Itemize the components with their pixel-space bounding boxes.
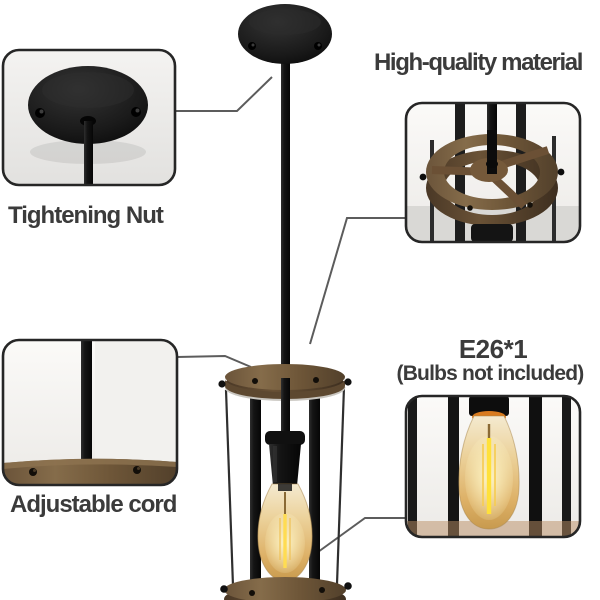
pendant-fixture-photo xyxy=(218,4,352,600)
callout-line-tightening-nut xyxy=(175,76,273,112)
ceiling-canopy xyxy=(238,4,332,64)
inset-bulb-photo xyxy=(404,394,582,539)
cage-side-wires xyxy=(224,386,346,587)
callout-lines xyxy=(175,76,406,553)
callout-line-high-quality xyxy=(309,217,406,345)
tightening-nut-label: Tightening Nut xyxy=(8,202,164,229)
adjustable-cord-label: Adjustable cord xyxy=(10,491,177,518)
bulb-filament-closeup xyxy=(482,424,496,514)
cage-bars xyxy=(250,386,320,590)
inner-rod xyxy=(281,378,290,436)
high-quality-material-label: High-quality material xyxy=(374,49,583,76)
inset-tightening-nut-photo xyxy=(1,48,177,187)
bulb-filament xyxy=(279,492,291,568)
bulb-socket xyxy=(265,431,305,486)
down-rod xyxy=(281,50,290,380)
bulbs-not-included-label: (Bulbs not included) xyxy=(396,362,585,385)
cord-rod-closeup xyxy=(81,340,92,464)
inset-wood-ring-photo xyxy=(404,101,582,244)
bulb-spec-label: E26*1 xyxy=(458,334,528,364)
edison-bulb xyxy=(257,483,313,582)
cage-bottom-wood-ring xyxy=(220,577,352,600)
inset-cord-photo xyxy=(1,338,179,487)
callout-line-bulb xyxy=(317,517,406,553)
callout-line-cord xyxy=(176,354,252,368)
